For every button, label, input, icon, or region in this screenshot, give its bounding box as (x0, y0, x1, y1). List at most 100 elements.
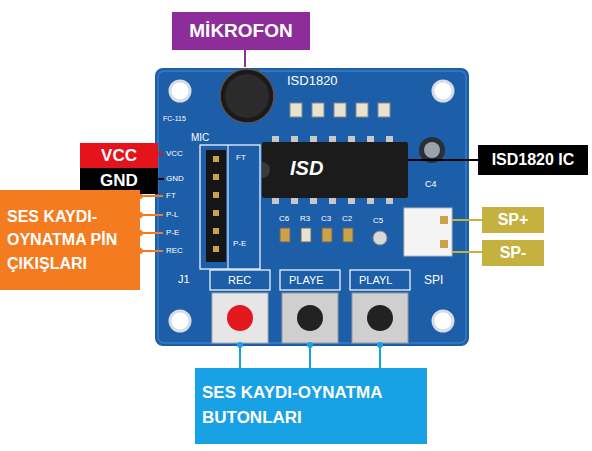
callout-text: MİKROFON (179, 20, 303, 43)
component-label: C2 (342, 215, 352, 223)
microphone (220, 69, 274, 123)
button-label: REC (228, 275, 251, 286)
microphone-part (220, 69, 274, 123)
leader-lines-part (140, 214, 163, 216)
speaker-minus-callout: SP- (482, 240, 544, 266)
board-code: FC-115 (163, 115, 186, 122)
button-silkscreen (210, 270, 410, 290)
leader-lines-part (408, 159, 480, 161)
smd-components-lower-part (280, 228, 290, 242)
push-buttons-part (352, 293, 408, 343)
smd-resistors (290, 103, 390, 117)
pin-header-part (213, 174, 219, 180)
pin-label: FT (166, 192, 176, 200)
speaker-connector (404, 208, 452, 256)
button-silkscreen-part (280, 270, 340, 290)
push-buttons-part (227, 305, 253, 331)
capacitor-c4-part (424, 142, 440, 158)
smd-components-lower-part (373, 231, 387, 245)
callout-text: SP+ (489, 210, 537, 229)
chip-callout: ISD1820 IC (478, 145, 588, 175)
push-buttons-part (367, 305, 393, 331)
leader-lines-part (158, 153, 164, 155)
isd1820-chip-part (262, 142, 408, 198)
pin-header-part (200, 145, 260, 269)
smd-resistors-part (334, 103, 346, 117)
component-label: C5 (373, 217, 383, 225)
pin-header-part (213, 228, 219, 234)
pin-header-part (228, 145, 229, 269)
pin-label: VCC (166, 150, 183, 158)
callout-text: ISD1820 IC (485, 150, 581, 169)
leader-lines-part (158, 178, 164, 180)
component-label: C4 (425, 180, 437, 189)
pin-header-part (213, 192, 219, 198)
callout-text: SP- (489, 243, 537, 262)
mounting-holes-part (433, 311, 453, 331)
smd-resistors-part (290, 103, 302, 117)
smd-components-lower-part (343, 228, 353, 242)
push-buttons-part (297, 305, 323, 331)
pcb-board (155, 68, 469, 346)
microphone-part (225, 74, 269, 118)
callout-text: SES KAYDI- OYNATMA PİN ÇIKIŞLARI (7, 205, 133, 275)
pin-label: P-E (166, 229, 179, 237)
pin-label: GND (166, 175, 184, 183)
button-silkscreen-part (350, 270, 410, 290)
mic-label: MIC (191, 133, 209, 143)
microphone-part (220, 69, 274, 123)
mounting-holes-part (170, 311, 190, 331)
leader-lines (140, 50, 482, 368)
component-label: R3 (300, 215, 310, 223)
speaker-connector-part (404, 208, 452, 256)
mounting-holes-part (433, 81, 453, 101)
board-name: ISD1820 (287, 74, 338, 87)
leader-lines-part (140, 195, 163, 197)
smd-resistors-part (378, 103, 390, 117)
pin-label: P-L (166, 211, 178, 219)
isd1820-chip (262, 136, 408, 204)
silkscreen-label: FT (236, 154, 246, 162)
push-buttons-part (282, 293, 338, 343)
leader-lines-part (244, 50, 246, 67)
speaker-connector-part (440, 216, 448, 224)
push-buttons-part (212, 293, 268, 343)
smd-components-lower-part (301, 228, 311, 242)
callout-text: VCC (87, 146, 151, 166)
leader-lines-part (452, 219, 482, 221)
pin-header (200, 145, 260, 269)
pcb-board-part (158, 71, 466, 343)
button-silkscreen-part (210, 270, 270, 290)
smd-components-lower (280, 228, 387, 245)
button-callout: SES KAYDI-OYNATMA BUTONLARI (195, 368, 427, 444)
push-buttons (212, 293, 408, 343)
leader-lines-part (140, 232, 163, 234)
mounting-holes-part (170, 81, 190, 101)
callout-text: GND (87, 171, 151, 191)
speaker-plus-callout: SP+ (482, 207, 544, 233)
microphone-callout: MİKROFON (172, 12, 310, 50)
pin-label: REC (166, 247, 183, 255)
pin-header-part (213, 210, 219, 216)
pin-header-part (213, 246, 219, 252)
leader-dots-part (307, 342, 313, 348)
isd1820-chip-part (262, 162, 270, 178)
silkscreen-label: P-E (233, 240, 246, 248)
component-label: C3 (321, 215, 331, 223)
pin-header-part (206, 150, 226, 262)
button-label: PLAYL (359, 275, 392, 286)
smd-resistors-part (356, 103, 368, 117)
leader-dots-part (237, 342, 243, 348)
connector-label: SPI (424, 274, 443, 286)
smd-components-lower-part (322, 228, 332, 242)
leader-lines-part (452, 251, 482, 253)
component-label: C6 (279, 215, 289, 223)
leader-lines-part (140, 250, 163, 252)
leader-dots (137, 193, 383, 348)
pcb-board-part (155, 68, 469, 346)
header-label: J1 (178, 274, 190, 285)
button-label: PLAYE (289, 275, 324, 286)
vcc-callout: VCC (80, 143, 158, 169)
speaker-connector-part (440, 240, 448, 248)
